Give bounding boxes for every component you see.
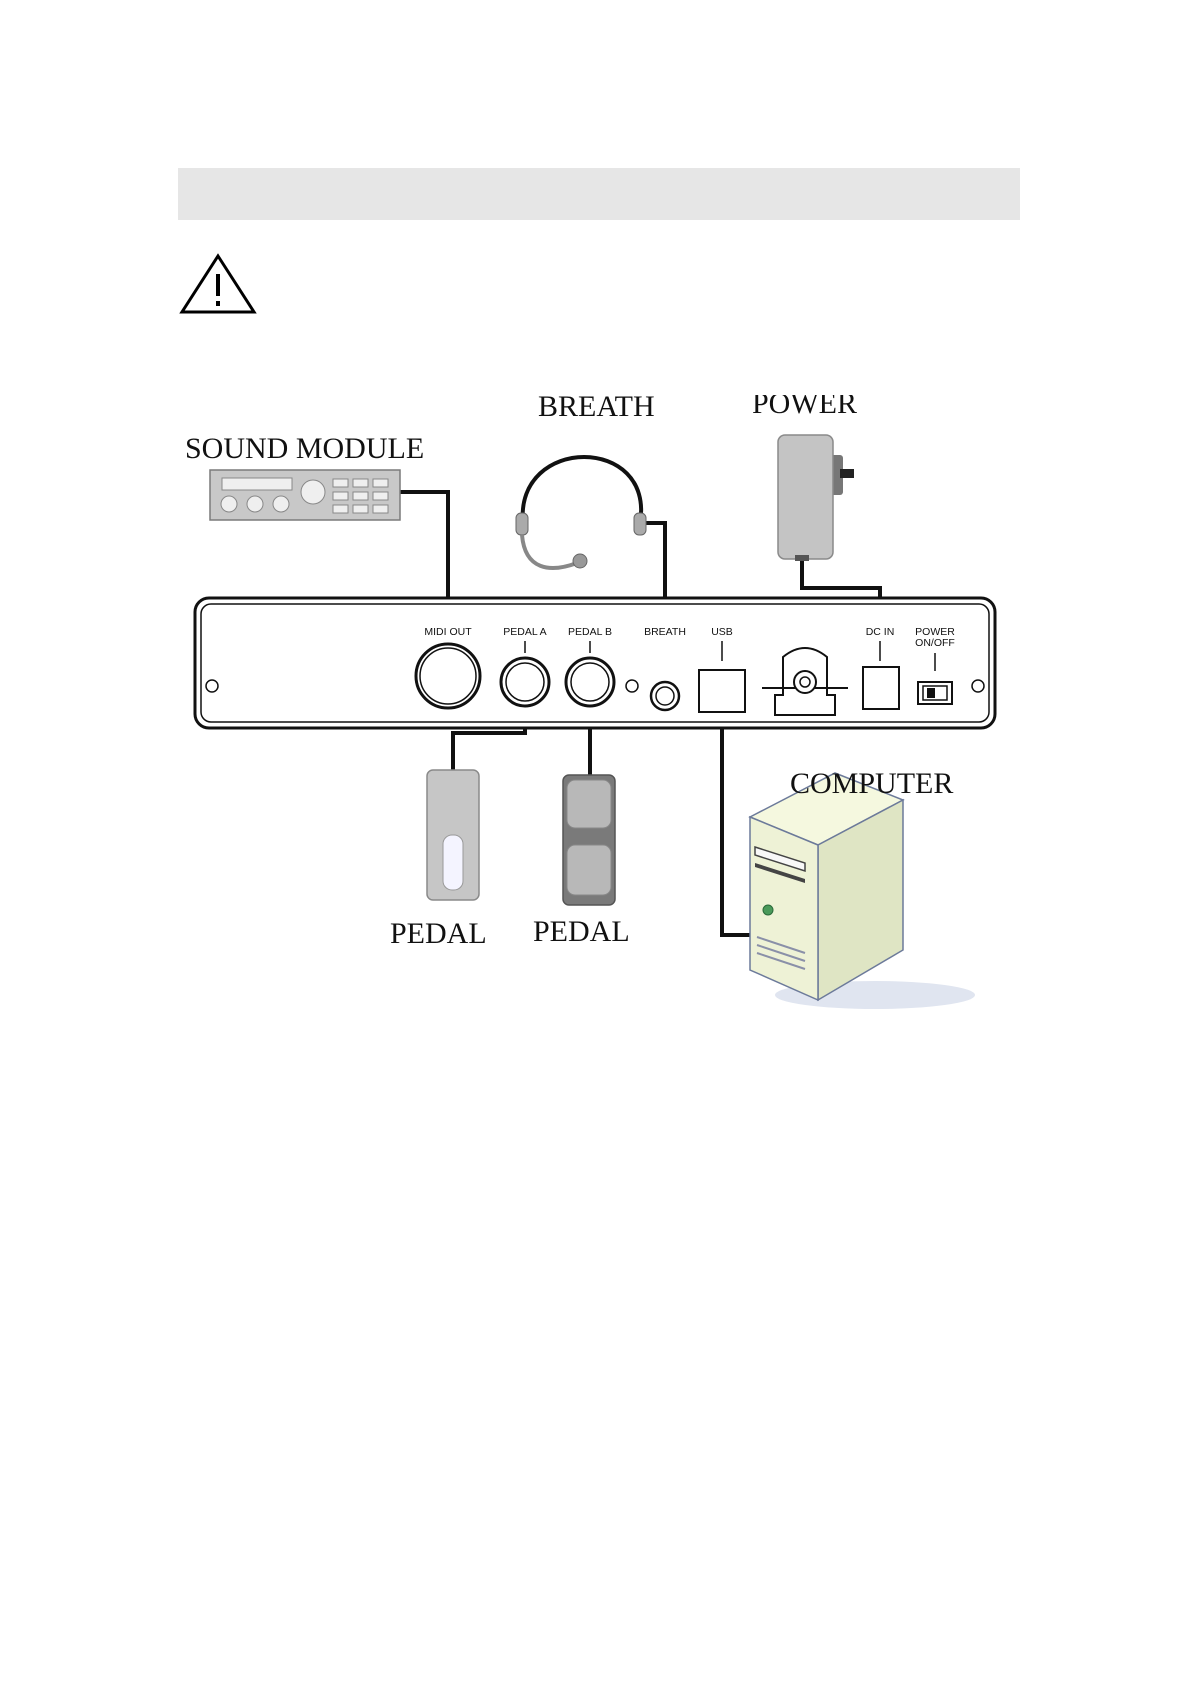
warning-icon xyxy=(178,252,258,316)
connection-diagram: SOUND MODULE BREATH POWER MIDI OUT PEDAL… xyxy=(185,395,1005,1015)
port-label-midi-out: MIDI OUT xyxy=(424,626,472,638)
label-breath: BREATH xyxy=(538,395,655,423)
rear-panel: MIDI OUT PEDAL A PEDAL B BREATH USB xyxy=(195,598,995,728)
port-label-pedal-a: PEDAL A xyxy=(503,626,546,638)
headset-device xyxy=(516,457,646,568)
sound-module-device xyxy=(210,470,400,520)
label-pedal-left: PEDAL xyxy=(390,917,487,950)
sustain-pedal-device xyxy=(427,770,479,900)
port-label-usb: USB xyxy=(711,626,733,638)
label-computer: COMPUTER xyxy=(790,767,953,800)
port-label-power-sub: ON/OFF xyxy=(915,637,955,649)
label-pedal-right: PEDAL xyxy=(533,915,630,948)
power-adapter-device xyxy=(778,435,854,561)
port-label-pedal-b: PEDAL B xyxy=(568,626,612,638)
port-label-dc-in: DC IN xyxy=(866,626,895,638)
label-power: POWER xyxy=(752,395,857,420)
expression-pedal-device xyxy=(563,775,615,905)
computer-device xyxy=(750,773,975,1009)
section-header-bar xyxy=(178,168,1020,220)
label-sound-module: SOUND MODULE xyxy=(185,432,424,465)
port-label-breath: BREATH xyxy=(644,626,686,638)
